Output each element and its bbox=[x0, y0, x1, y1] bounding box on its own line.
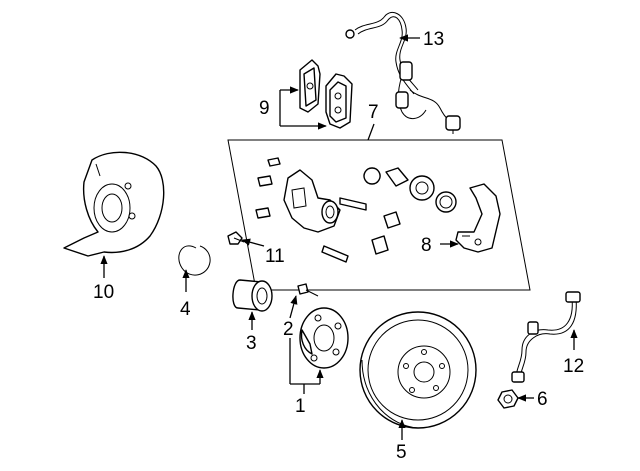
caliper-bracket-part[interactable] bbox=[455, 183, 501, 253]
callout-11: 11 bbox=[265, 246, 285, 267]
wheel-bearing-part[interactable] bbox=[232, 279, 273, 312]
callout-1: 1 bbox=[295, 396, 306, 417]
brake-pads-part[interactable] bbox=[299, 59, 353, 129]
callout-12: 12 bbox=[563, 356, 584, 377]
callout-labels: 1 2 3 4 5 6 7 8 9 10 11 12 13 bbox=[93, 29, 584, 463]
callout-10: 10 bbox=[93, 282, 114, 303]
abs-sensor-part[interactable] bbox=[345, 12, 461, 134]
nut-part[interactable] bbox=[497, 389, 519, 409]
dust-shield-part[interactable] bbox=[63, 151, 165, 257]
brake-hose-part[interactable] bbox=[511, 291, 581, 383]
hub-bolt-part[interactable] bbox=[297, 283, 319, 297]
callout-4: 4 bbox=[180, 299, 191, 320]
callout-6: 6 bbox=[537, 389, 548, 410]
caliper-assembly-part[interactable] bbox=[255, 157, 457, 263]
callout-7: 7 bbox=[368, 102, 379, 123]
callout-9: 9 bbox=[259, 98, 270, 119]
leader-lines bbox=[100, 34, 578, 440]
hub-part[interactable] bbox=[299, 307, 349, 369]
callout-8: 8 bbox=[421, 235, 432, 256]
bolt-11-part[interactable] bbox=[227, 231, 245, 245]
callout-13: 13 bbox=[423, 29, 444, 50]
callout-2: 2 bbox=[283, 319, 294, 340]
brake-rotor-part[interactable] bbox=[359, 311, 477, 429]
callout-5: 5 bbox=[396, 442, 407, 463]
callout-3: 3 bbox=[246, 333, 257, 354]
snap-ring-part[interactable] bbox=[178, 245, 211, 276]
